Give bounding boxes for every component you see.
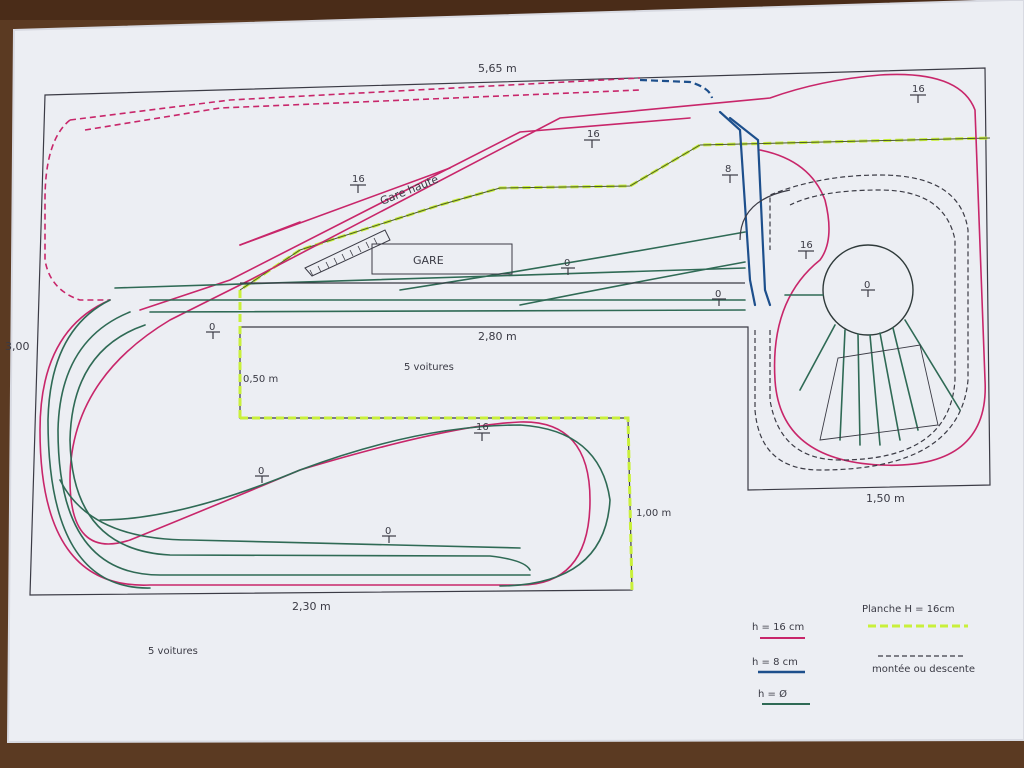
height-0-a: 0 bbox=[564, 258, 570, 269]
label-voitures-bottom: 5 voitures bbox=[148, 646, 198, 657]
platform-hatch bbox=[309, 237, 378, 277]
dim-top: 5,65 m bbox=[478, 62, 517, 75]
gare-haute-platform bbox=[304, 229, 391, 277]
track-pink-h16 bbox=[39, 73, 986, 586]
legend-label-ramp: montée ou descente bbox=[872, 663, 975, 675]
track-green-h0 bbox=[47, 231, 746, 589]
height-0-c: 0 bbox=[209, 322, 215, 333]
track-ramps bbox=[739, 174, 969, 471]
legend-label-h16: h = 16 cm bbox=[752, 622, 804, 633]
paper-sheet-edge bbox=[6, 0, 1024, 744]
height-0-f: 0 bbox=[864, 280, 870, 291]
height-0-d: 0 bbox=[258, 466, 264, 477]
dim-left: 3,00 bbox=[5, 340, 30, 353]
height-16-b: 16 bbox=[587, 129, 600, 140]
height-16-d: 16 bbox=[800, 240, 813, 251]
paper-sheet bbox=[8, 0, 1024, 742]
dim-inner: 0,50 m bbox=[243, 374, 278, 385]
legend: h = 16 cm h = 8 cm h = Ø Planche H = 16c… bbox=[752, 604, 975, 705]
height-8: 8 bbox=[725, 164, 731, 175]
legend-label-planche: Planche H = 16cm bbox=[862, 604, 955, 615]
dim-station: 2,80 m bbox=[478, 330, 517, 343]
gare-building bbox=[371, 243, 513, 275]
legend-label-h8: h = 8 cm bbox=[752, 657, 798, 668]
turntable bbox=[784, 244, 961, 446]
dim-right-bottom: 1,50 m bbox=[866, 492, 905, 505]
track-blue-h8 bbox=[639, 78, 772, 307]
planche-h16 bbox=[238, 136, 991, 591]
height-16-a: 16 bbox=[352, 174, 365, 185]
height-16-e: 16 bbox=[476, 422, 489, 433]
legend-label-h0: h = Ø bbox=[758, 688, 787, 700]
label-gare: GARE bbox=[413, 254, 444, 267]
height-0-b: 0 bbox=[715, 289, 721, 300]
height-16-c: 16 bbox=[912, 84, 925, 95]
height-markers: 16 16 16 16 16 8 0 0 0 0 0 0 bbox=[206, 84, 926, 543]
dim-right: 1,00 m bbox=[636, 508, 671, 519]
label-voitures-center: 5 voitures bbox=[404, 362, 454, 373]
height-0-e: 0 bbox=[385, 526, 391, 537]
dim-bottom: 2,30 m bbox=[292, 600, 331, 613]
